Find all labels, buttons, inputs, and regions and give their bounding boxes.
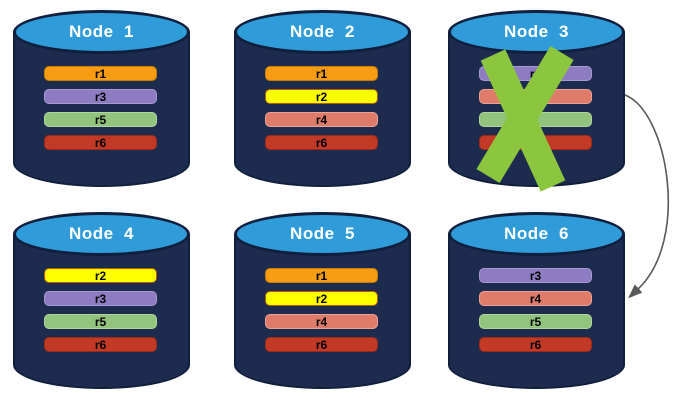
shard-r2: r2 <box>44 268 157 283</box>
shard-r6: r6 <box>44 135 157 150</box>
shard-label: r6 <box>94 135 107 150</box>
shard-r5: r5 <box>44 112 157 127</box>
node-title: Node 1 <box>69 22 134 41</box>
shard-r5: r5 <box>479 314 592 329</box>
shard-list: r1 r3 r5 r6 <box>44 66 157 150</box>
shard-r1: r1 <box>44 66 157 81</box>
cylinder-body <box>234 32 411 187</box>
shard-label: r6 <box>94 337 107 352</box>
shard-label: r4 <box>315 112 328 127</box>
shard-r4: r4 <box>265 112 378 127</box>
shard-label: r5 <box>94 112 107 127</box>
shard-label: r3 <box>529 268 542 283</box>
shard-label: r5 <box>94 314 107 329</box>
shard-r6: r6 <box>44 337 157 352</box>
shard-label: r1 <box>94 66 107 81</box>
shard-r5: r5 <box>44 314 157 329</box>
node-6: Node 6 r3 r4 r5 r6 <box>448 212 625 389</box>
node-4: Node 4 r2 r3 r5 r6 <box>13 212 190 389</box>
node-3: Node 3 r3 <box>448 10 625 192</box>
node-title: Node 5 <box>290 224 355 243</box>
shard-list: r1 r2 r4 r6 <box>265 66 378 150</box>
shard-r2: r2 <box>265 291 378 306</box>
shard-r3: r3 <box>479 268 592 283</box>
shard-r4: r4 <box>479 291 592 306</box>
shard-r3: r3 <box>44 291 157 306</box>
cylinder-top <box>13 212 190 256</box>
shard-label: r2 <box>315 291 328 306</box>
shard-label: r5 <box>529 314 542 329</box>
shard-list: r3 r4 r5 r6 <box>479 268 592 352</box>
shard-label: r4 <box>315 314 328 329</box>
cylinder-top <box>13 10 190 54</box>
shard-label: r6 <box>315 337 328 352</box>
shard-label: r4 <box>529 291 542 306</box>
cylinder-top <box>448 212 625 256</box>
node-title: Node 3 <box>504 22 569 41</box>
cylinder-body <box>13 234 190 389</box>
shard-label: r6 <box>529 337 542 352</box>
shard-r1: r1 <box>265 66 378 81</box>
shard-label: r2 <box>315 89 328 104</box>
shard-label: r2 <box>94 268 107 283</box>
node-title: Node 2 <box>290 22 355 41</box>
shard-r6: r6 <box>265 337 378 352</box>
shard-r1: r1 <box>265 268 378 283</box>
cylinder-top <box>234 10 411 54</box>
shard-list: r2 r3 r5 r6 <box>44 268 157 352</box>
cylinder-top <box>448 10 625 54</box>
shard-r2: r2 <box>265 89 378 104</box>
node-title: Node 4 <box>69 224 134 243</box>
node-1: Node 1 r1 r3 r5 r6 <box>13 10 190 187</box>
shard-r6: r6 <box>265 135 378 150</box>
shard-label: r3 <box>94 291 107 306</box>
cylinder-body <box>234 234 411 389</box>
cylinder-body <box>13 32 190 187</box>
shard-r4: r4 <box>265 314 378 329</box>
shard-r3: r3 <box>44 89 157 104</box>
failure-x-icon <box>476 46 574 192</box>
shard-label: r6 <box>315 135 328 150</box>
shard-list: r1 r2 r4 r6 <box>265 268 378 352</box>
shard-label: r1 <box>315 268 328 283</box>
shard-r6: r6 <box>479 337 592 352</box>
shard-label: r3 <box>94 89 107 104</box>
node-title: Node 6 <box>504 224 569 243</box>
node-2: Node 2 r1 r2 r4 r6 <box>234 10 411 187</box>
cylinder-body <box>448 234 625 389</box>
cylinder-top <box>234 212 411 256</box>
node-5: Node 5 r1 r2 r4 r6 <box>234 212 411 389</box>
shard-label: r1 <box>315 66 328 81</box>
